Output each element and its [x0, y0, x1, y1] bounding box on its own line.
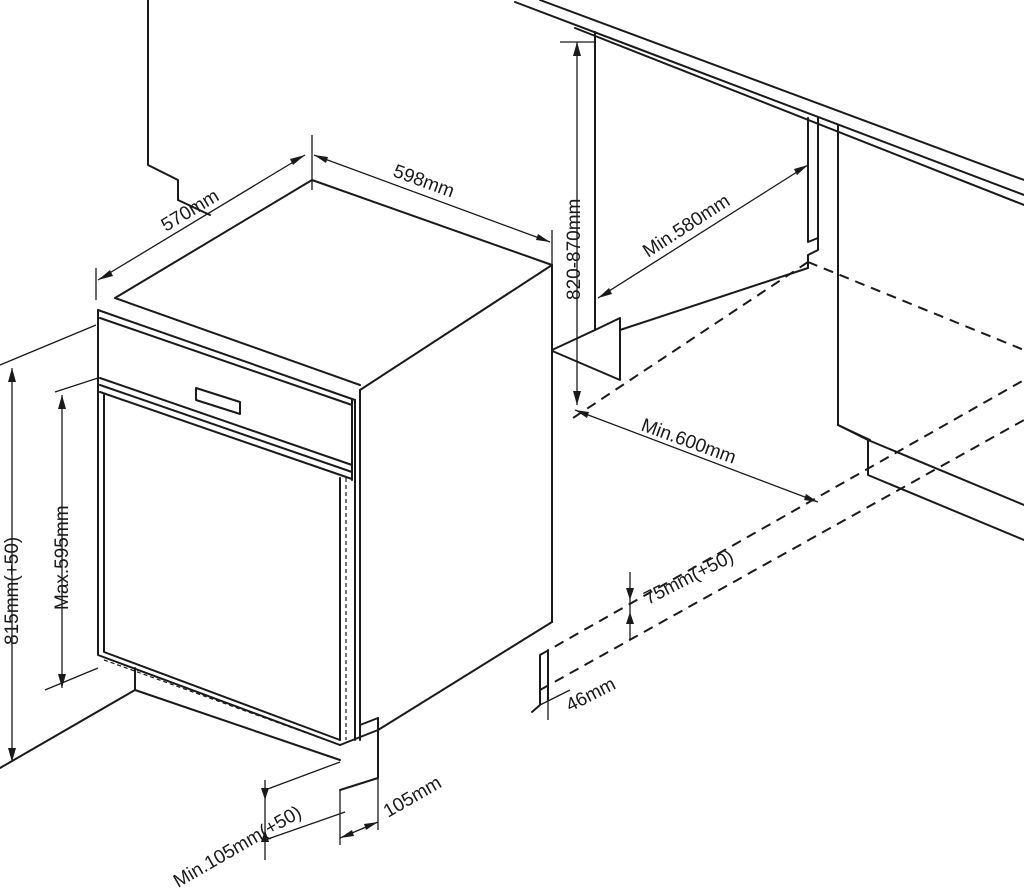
plinth: [103, 659, 379, 791]
label-105mm: 105mm: [380, 772, 445, 822]
dishwasher: [97, 179, 553, 791]
dim-min580-line: [597, 164, 809, 299]
right-cabinet-side-wall: [619, 117, 819, 331]
label-815mm-plus50: 815mm(+50): [2, 537, 23, 645]
dim-598-line: [313, 154, 553, 270]
dim-min600-line: [574, 409, 819, 503]
label-598mm: 598mm: [390, 161, 457, 202]
dishwasher-side-panel: [378, 265, 552, 730]
label-46mm: 46mm: [563, 674, 620, 717]
left-cabinet: [147, 0, 211, 216]
right-cabinet: [837, 124, 1024, 541]
label-max595mm: Max.595mm: [52, 505, 73, 610]
label-min600mm: Min.600mm: [638, 415, 738, 469]
label-min105mm-plus50: Min.105mm(+50): [170, 802, 305, 890]
dim-815mm-line: [0, 324, 97, 762]
dim-min105-line: [261, 761, 346, 860]
dim-75mm-line: [626, 572, 634, 640]
label-min580mm: Min.580mm: [639, 191, 734, 263]
dim-max595mm-line: [44, 377, 99, 691]
door: [103, 394, 347, 741]
right-cabinet-left-panel: [549, 31, 621, 381]
dim-570-line: [95, 135, 313, 300]
label-820-870mm: 820-870mm: [564, 199, 585, 300]
display-window: [195, 387, 241, 415]
niche-floor-dashed: [539, 261, 1024, 691]
dim-105mm-line: [339, 778, 379, 845]
countertop: [514, 0, 1024, 206]
control-panel: [99, 317, 353, 481]
dim-820-870-line: [560, 41, 595, 405]
label-75mm-plus50: 75mm(+50): [641, 546, 738, 609]
dim-46mm-line: [539, 689, 571, 720]
